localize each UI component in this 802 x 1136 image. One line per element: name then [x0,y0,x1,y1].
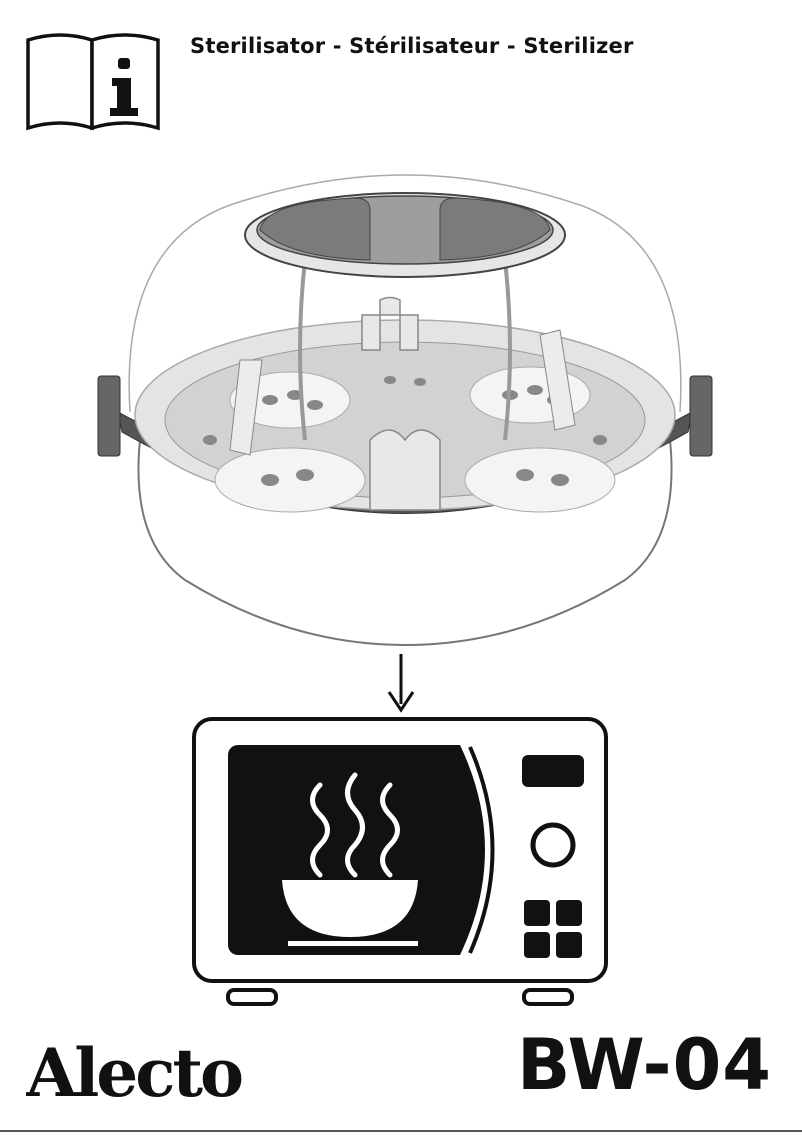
microwave-sterilizer-illustration [97,174,713,647]
brand-logo: Alecto [26,1034,245,1110]
model-number: BW-04 [516,1024,772,1106]
microwave-oven-illustration [192,717,608,1006]
page-title: Sterilisator - Stérilisateur - Sterilize… [190,34,634,58]
manual-info-icon [26,33,160,131]
arrow-down-icon [387,654,415,713]
brand-logo-text: Alecto [26,1034,242,1110]
footer-divider [0,1130,802,1132]
